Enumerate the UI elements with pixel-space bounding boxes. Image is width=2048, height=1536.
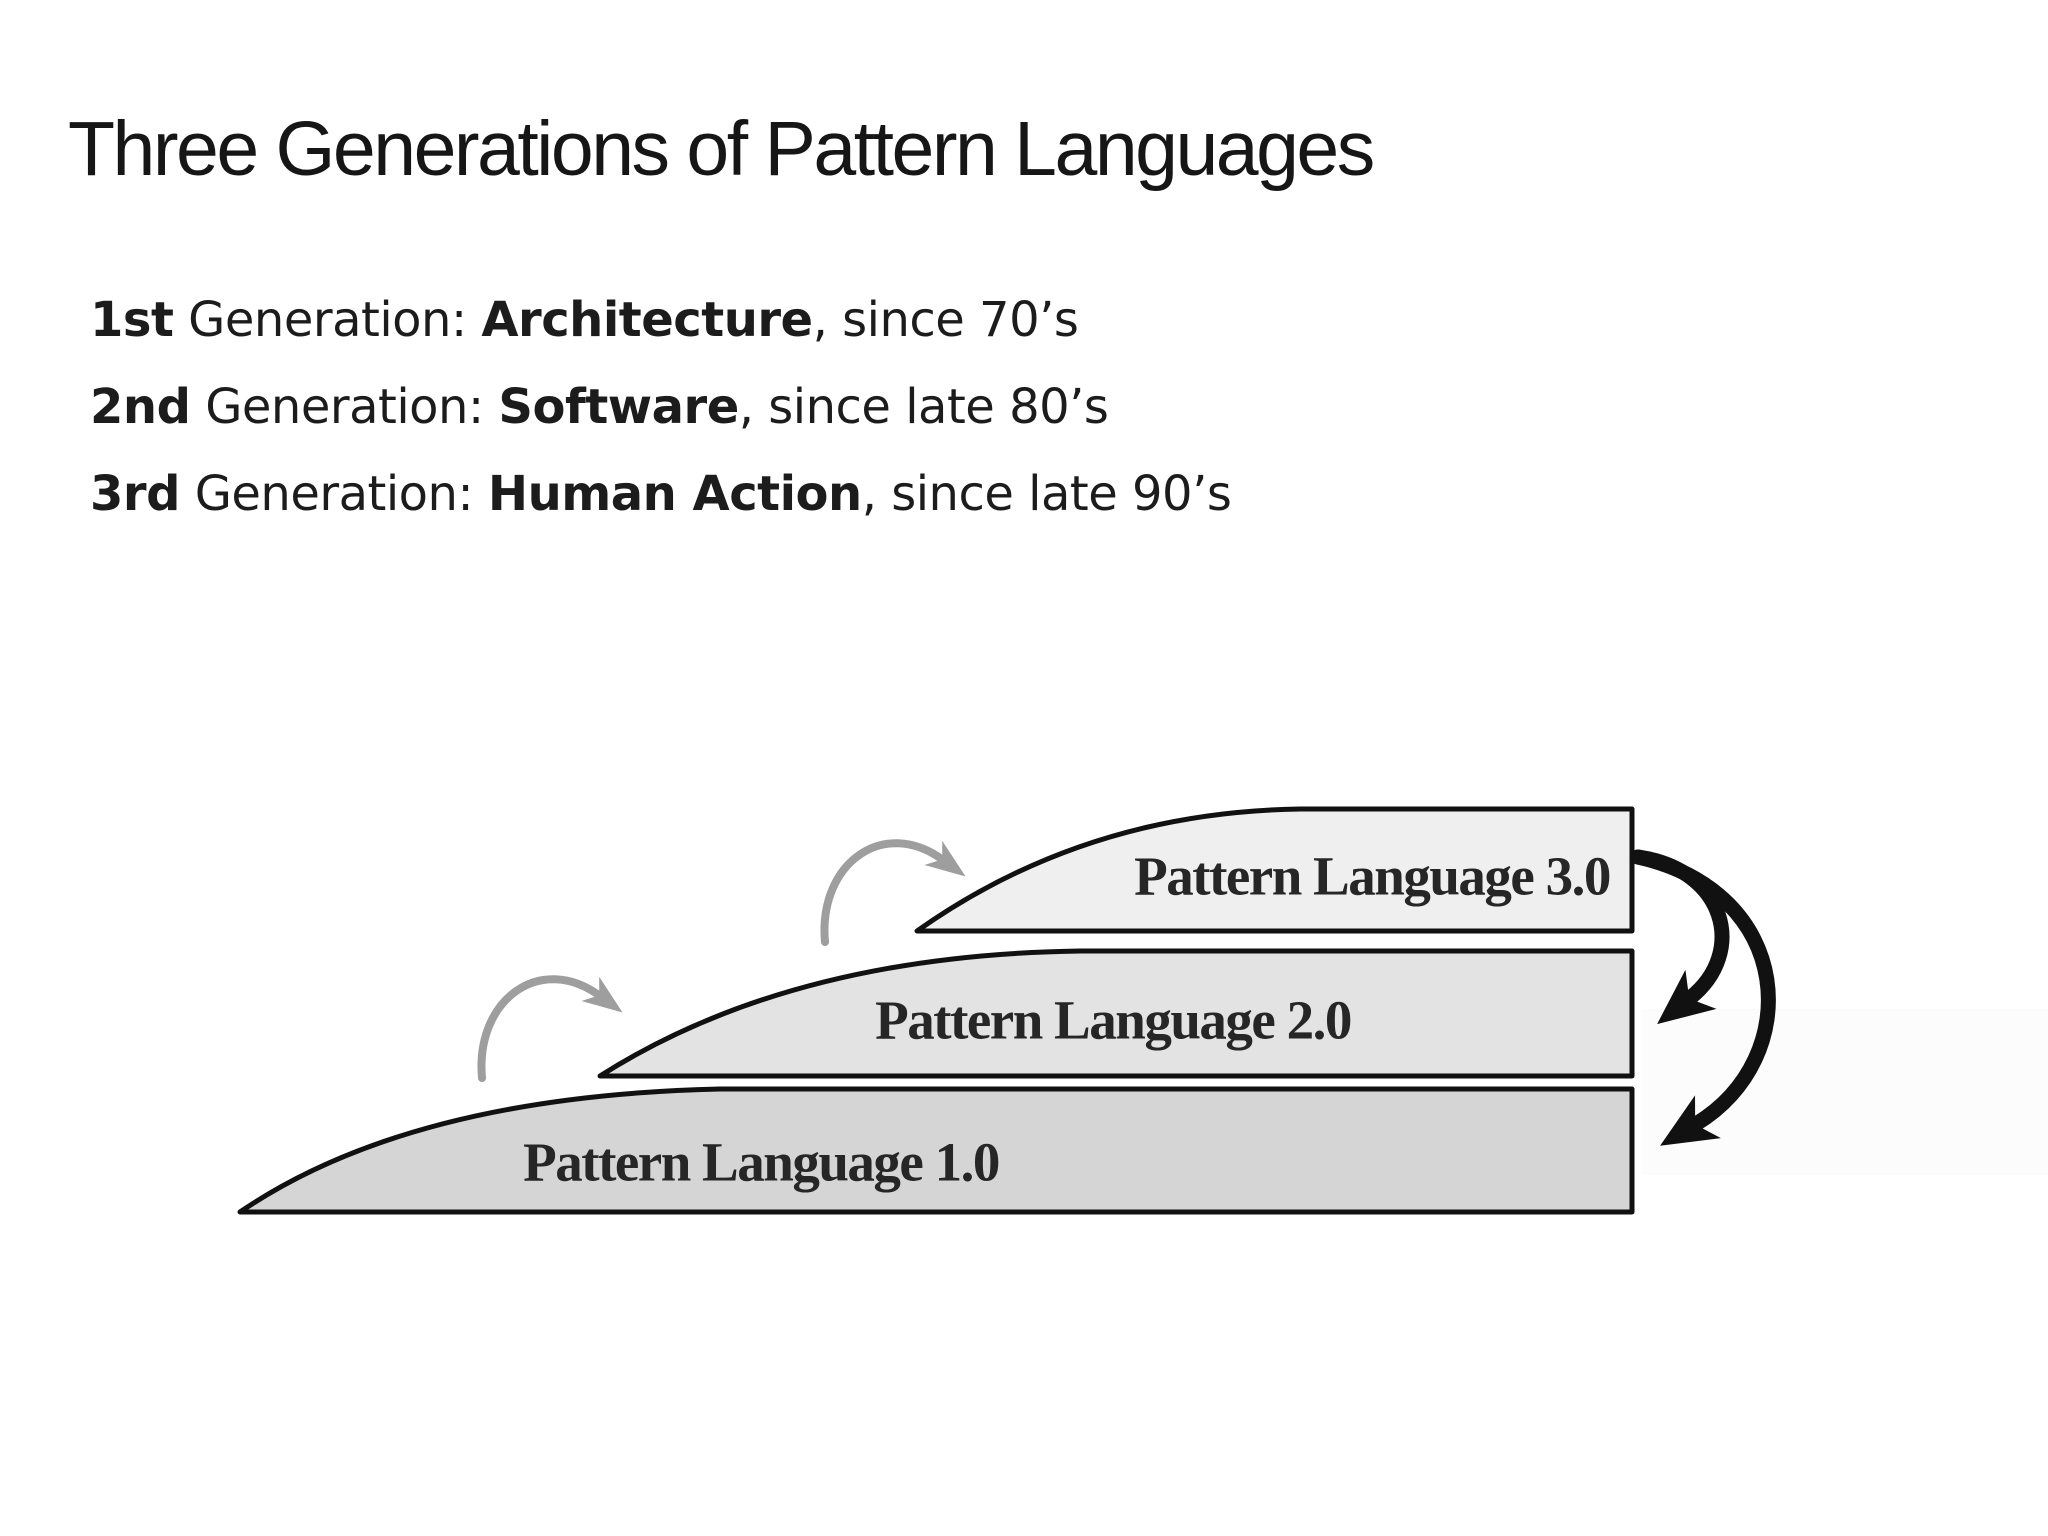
bullet-emphasis: Software [498, 379, 739, 435]
evolution-arrow-pl1-to-pl2 [477, 975, 623, 1082]
bullet-ordinal: 1st [90, 292, 174, 348]
bullet-emphasis: Human Action [487, 466, 862, 522]
bullet-text: Generation: [179, 466, 488, 522]
bullet-line-3: 3rd Generation: Human Action, since late… [90, 451, 1232, 538]
evolution-arrow-pl2-to-pl3 [820, 839, 966, 946]
bullet-ordinal: 3rd [90, 466, 180, 522]
band-label-pl2: Pattern Language 2.0 [875, 989, 1352, 1051]
bullet-line-1: 1st Generation: Architecture, since 70’s [90, 277, 1231, 364]
band-shape-pl3 [914, 806, 1635, 934]
bullet-list: 1st Generation: Architecture, since 70’s… [90, 277, 1232, 538]
bullet-line-2: 2nd Generation: Software, since late 80’… [90, 364, 1231, 451]
bullet-text: , since 70’s [812, 292, 1079, 348]
band-shape-pl1 [237, 1086, 1635, 1215]
bullet-ordinal: 2nd [90, 379, 191, 435]
bullet-emphasis: Architecture [481, 292, 813, 348]
feedback-arrow-pl3-to-pl1 [1630, 849, 1776, 1146]
band-label-pl3: Pattern Language 3.0 [1134, 845, 1611, 907]
band-shape-pl2 [597, 948, 1635, 1079]
bullet-text: , since late 80’s [738, 379, 1109, 435]
bullet-text: Generation: [190, 379, 499, 435]
band-label-pl1: Pattern Language 1.0 [523, 1131, 1000, 1193]
page-title: Three Generations of Pattern Languages [68, 106, 1375, 192]
bullet-text: , since late 90’s [861, 466, 1232, 522]
bullet-text: Generation: [173, 292, 482, 348]
faint-background-band [1642, 1009, 2048, 1175]
